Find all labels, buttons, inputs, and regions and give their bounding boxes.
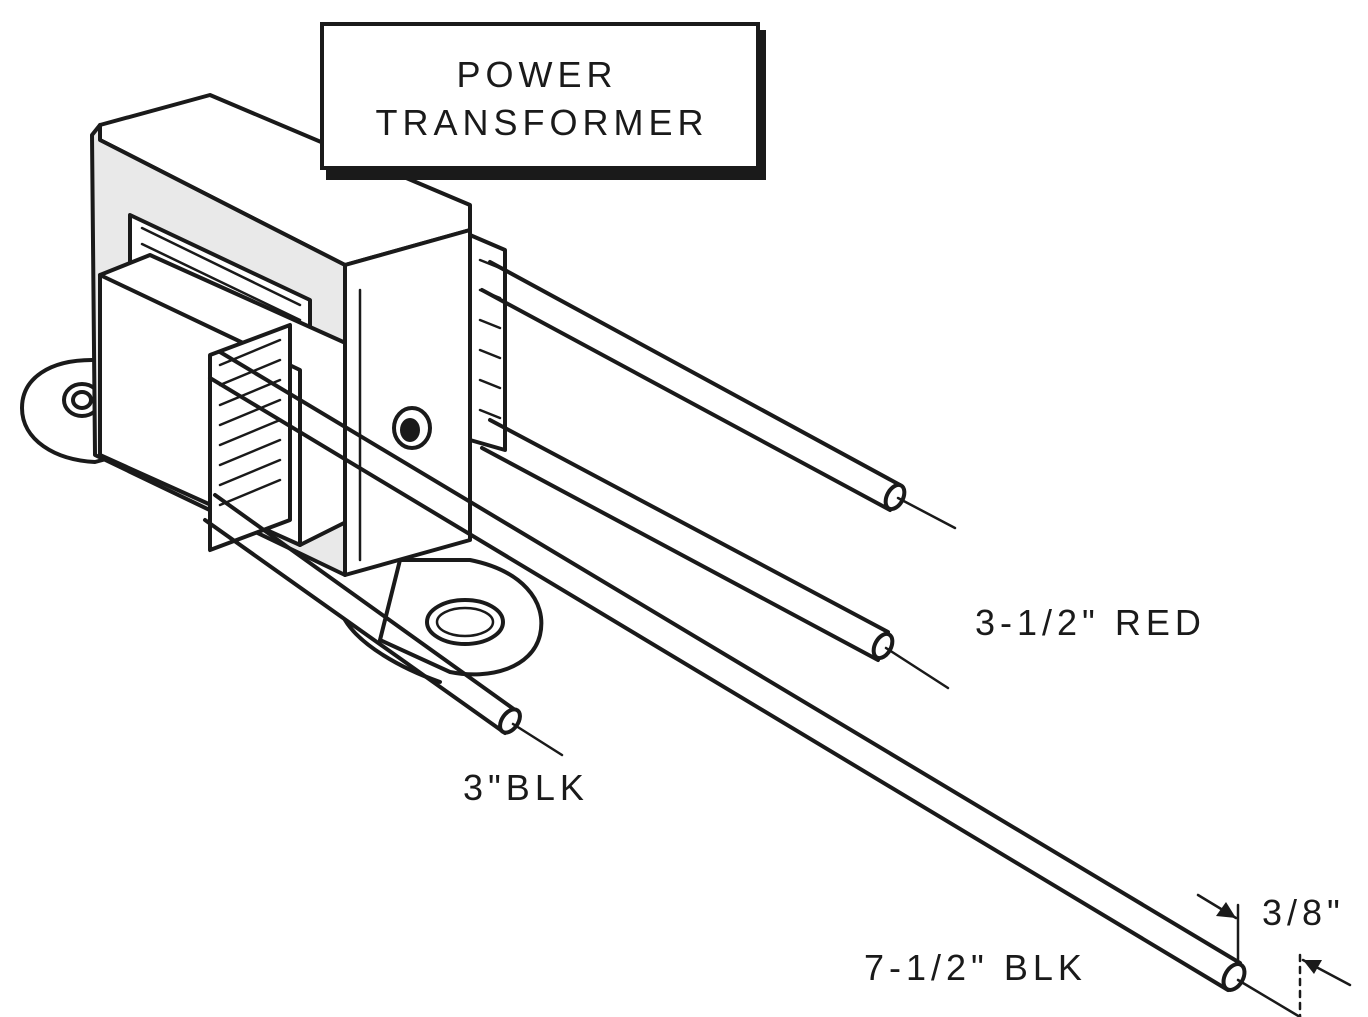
- lead-wire-blk-long: [208, 350, 1302, 1017]
- label-blk-short-lead: 3"BLK: [463, 767, 589, 808]
- lead-wire-blk-short: [203, 493, 564, 757]
- label-blk-long-lead: 7-1/2" BLK: [864, 947, 1087, 988]
- mounting-bracket: [20, 358, 544, 684]
- title-line-1: POWER: [456, 54, 617, 95]
- title-box: POWER TRANSFORMER: [320, 22, 766, 180]
- lead-wire-red-2: [480, 418, 950, 690]
- strip-dimension: [1196, 893, 1352, 1017]
- label-strip-length: 3/8": [1262, 892, 1345, 933]
- lead-wire-red: [480, 260, 957, 530]
- transformer-body: [90, 93, 507, 577]
- title-line-2: TRANSFORMER: [376, 102, 709, 143]
- label-red-lead: 3-1/2" RED: [975, 602, 1206, 643]
